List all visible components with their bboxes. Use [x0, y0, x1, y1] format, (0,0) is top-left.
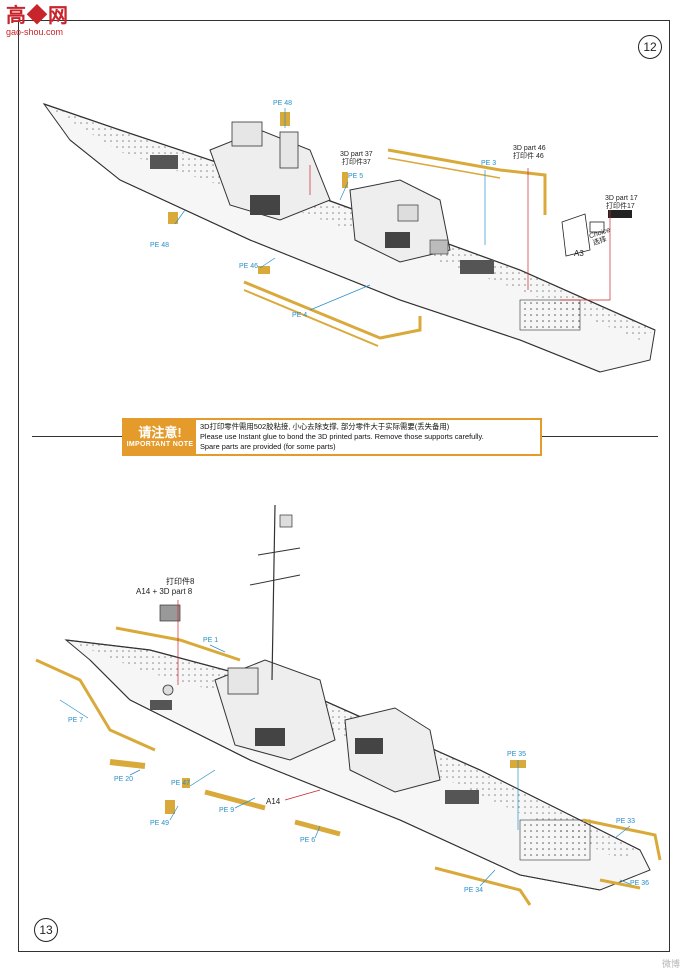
- label-pe5: PE 5: [348, 173, 364, 180]
- label-part17-en: 3D part 17: [605, 195, 638, 202]
- label-pe48-top: PE 48: [273, 100, 293, 107]
- note-line-1: 3D打印零件需用502胶粘接, 小心去除支撑, 部分零件大于实际需要(丢失备用): [200, 422, 450, 431]
- site-logo: 高◆网 gao-shou.com: [6, 6, 69, 37]
- label-pe35: PE 35: [507, 751, 527, 758]
- label-pe3: PE 3: [481, 160, 497, 167]
- label-pe47: PE 47: [171, 780, 191, 787]
- note-badge: 请注意! IMPORTANT NOTE: [124, 420, 196, 454]
- label-part46-en: 3D part 46: [513, 145, 546, 152]
- step-number-12: 12: [638, 35, 662, 59]
- label-part46-cn: 打印件 46: [513, 153, 544, 160]
- label-part8-en: A14 + 3D part 8: [136, 587, 193, 596]
- step-number-13: 13: [34, 918, 58, 942]
- note-line-2: Please use Instant glue to bond the 3D p…: [200, 432, 484, 442]
- label-pe48-left: PE 48: [150, 242, 170, 249]
- label-a3: A3: [574, 249, 584, 258]
- label-part37-cn: 打印件37: [342, 159, 371, 166]
- label-pe1: PE 1: [203, 637, 219, 644]
- label-pe7: PE 7: [68, 717, 84, 724]
- important-note: 请注意! IMPORTANT NOTE 3D打印零件需用502胶粘接, 小心去除…: [122, 418, 542, 456]
- label-part8-cn: 打印件8: [166, 577, 195, 586]
- watermark: 微博: [661, 959, 680, 969]
- label-pe34: PE 34: [464, 887, 484, 894]
- label-pe9: PE 9: [219, 807, 235, 814]
- note-badge-en: IMPORTANT NOTE: [126, 441, 194, 448]
- label-a14: A14: [266, 797, 281, 806]
- superstructure-bottom: [150, 504, 591, 861]
- ship-hull-top: [42, 103, 656, 373]
- label-pe33: PE 33: [616, 818, 636, 825]
- logo-title: 高◆网: [6, 5, 69, 27]
- note-text: 3D打印零件需用502胶粘接, 小心去除支撑, 部分零件大于实际需要(丢失备用)…: [196, 420, 540, 454]
- label-part37-en: 3D part 37: [340, 151, 373, 158]
- label-pe36: PE 36: [630, 880, 650, 887]
- label-pe49: PE 49: [150, 820, 170, 827]
- label-pe46: PE 46: [239, 263, 259, 270]
- superstructure-top: [150, 121, 581, 331]
- label-part17-cn: 打印件17: [606, 203, 635, 210]
- note-line-3: Spare parts are provided (for some parts…: [200, 442, 336, 452]
- note-badge-cn: 请注意!: [138, 425, 182, 440]
- label-pe4: PE 4: [292, 312, 308, 319]
- page-frame: [18, 20, 670, 952]
- label-pe20: PE 20: [114, 776, 134, 783]
- logo-url: gao-shou.com: [6, 27, 64, 37]
- label-pe6: PE 6: [300, 837, 316, 844]
